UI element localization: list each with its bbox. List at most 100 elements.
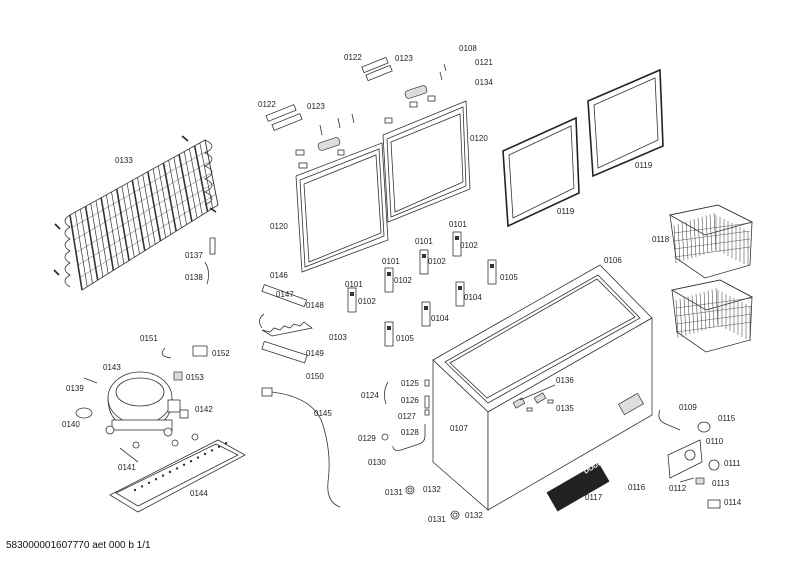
- parts-0135-0136: [519, 384, 556, 412]
- control-panel-0110: [658, 409, 721, 509]
- freezer-cabinet: [432, 264, 653, 512]
- label-0142: 0142: [195, 405, 213, 414]
- label-0129: 0129: [358, 434, 376, 443]
- label-0112: 0112: [669, 484, 687, 493]
- label-0114: 0114: [724, 498, 742, 507]
- parts-0122-0123-top: [265, 56, 393, 131]
- gasket-right: [587, 68, 664, 178]
- label-0119: 0119: [557, 207, 575, 216]
- label-0119: 0119: [635, 161, 653, 170]
- label-0110: 0110: [706, 437, 724, 446]
- label-0152: 0152: [212, 349, 230, 358]
- label-0149: 0149: [306, 349, 324, 358]
- label-0125: 0125: [401, 379, 419, 388]
- label-0102: 0102: [358, 297, 376, 306]
- label-0117: 0117: [585, 493, 603, 502]
- label-0130: 0130: [368, 458, 386, 467]
- handle-0123-right: [384, 63, 447, 124]
- label-0147: 0147: [276, 290, 294, 299]
- label-0105: 0105: [396, 334, 414, 343]
- label-0101: 0101: [449, 220, 467, 229]
- base-plate-0144: [109, 439, 246, 513]
- basket-lower: [670, 279, 754, 353]
- label-0102: 0102: [394, 276, 412, 285]
- label-0103: 0103: [329, 333, 347, 342]
- label-0127: 0127: [398, 412, 416, 421]
- label-0107: 0107: [450, 424, 468, 433]
- label-0131: 0131: [385, 488, 403, 497]
- label-0135: 0135: [556, 404, 574, 413]
- label-0102: 0102: [460, 241, 478, 250]
- label-0136: 0136: [556, 376, 574, 385]
- label-0123: 0123: [307, 102, 325, 111]
- label-0146: 0146: [270, 271, 288, 280]
- lid-left: [295, 142, 389, 273]
- hinge-set: [347, 231, 497, 347]
- label-0138: 0138: [185, 273, 203, 282]
- pipes-0124-0130: [381, 379, 430, 451]
- label-0122: 0122: [258, 100, 276, 109]
- caps-0142: [132, 433, 199, 449]
- label-0126: 0126: [401, 396, 419, 405]
- part-0152: [192, 345, 208, 357]
- part-0140: [75, 407, 93, 419]
- label-0153: 0153: [186, 373, 204, 382]
- part-0141: [119, 447, 139, 463]
- power-cord-0145: [261, 387, 341, 508]
- label-0106: 0106: [604, 256, 622, 265]
- label-0104: 0104: [431, 314, 449, 323]
- strip-0147-0148: [261, 284, 308, 308]
- label-0150: 0150: [306, 372, 324, 381]
- label-0101: 0101: [382, 257, 400, 266]
- label-0133: 0133: [115, 156, 133, 165]
- label-0124: 0124: [361, 391, 379, 400]
- label-0113: 0113: [712, 479, 730, 488]
- label-0118: 0118: [652, 235, 670, 244]
- label-0108: 0108: [459, 44, 477, 53]
- part-0151: [161, 347, 172, 359]
- label-0101: 0101: [415, 237, 433, 246]
- label-0122: 0122: [344, 53, 362, 62]
- part-0137: [209, 237, 216, 255]
- label-0145: 0145: [314, 409, 332, 418]
- document-footer: 583000001607770 aet 000 b 1/1: [6, 540, 151, 551]
- part-0139: [83, 377, 98, 384]
- label-0123: 0123: [395, 54, 413, 63]
- label-0116: 0116: [628, 483, 646, 492]
- label-0148: 0148: [306, 301, 324, 310]
- label-0140: 0140: [62, 420, 80, 429]
- part-0142: [179, 409, 189, 419]
- label-0115: 0115: [718, 414, 736, 423]
- label-0121: 0121: [475, 58, 493, 67]
- strip-0150: [261, 340, 308, 364]
- part-0153: [173, 371, 183, 381]
- lid-right: [382, 100, 471, 223]
- label-0134: 0134: [475, 78, 493, 87]
- label-0104: 0104: [464, 293, 482, 302]
- gasket-left: [502, 116, 580, 228]
- basket-upper: [668, 204, 754, 279]
- heater-0149: [259, 313, 313, 337]
- label-0141: 0141: [118, 463, 136, 472]
- part-0138: [204, 261, 209, 285]
- label-0105: 0105: [500, 273, 518, 282]
- label-0132: 0132: [423, 485, 441, 494]
- label-0132: 0132: [465, 511, 483, 520]
- label-0131: 0131: [428, 515, 446, 524]
- label-0143: 0143: [103, 363, 121, 372]
- label-0139: 0139: [66, 384, 84, 393]
- label-0101: 0101: [345, 280, 363, 289]
- label-0102: 0102: [428, 257, 446, 266]
- label-0151: 0151: [140, 334, 158, 343]
- label-0120: 0120: [270, 222, 288, 231]
- condenser-coil: [53, 135, 219, 291]
- screws-0131-0132: [405, 485, 460, 520]
- label-0137: 0137: [185, 251, 203, 260]
- part-labels: 0108 0121 0134 0122 0123 0122 0123 0120 …: [62, 44, 742, 524]
- handle-0123-left: [295, 113, 355, 169]
- label-0109: 0109: [679, 403, 697, 412]
- label-0111: 0111: [724, 459, 741, 468]
- label-0128: 0128: [401, 428, 419, 437]
- label-0120: 0120: [470, 134, 488, 143]
